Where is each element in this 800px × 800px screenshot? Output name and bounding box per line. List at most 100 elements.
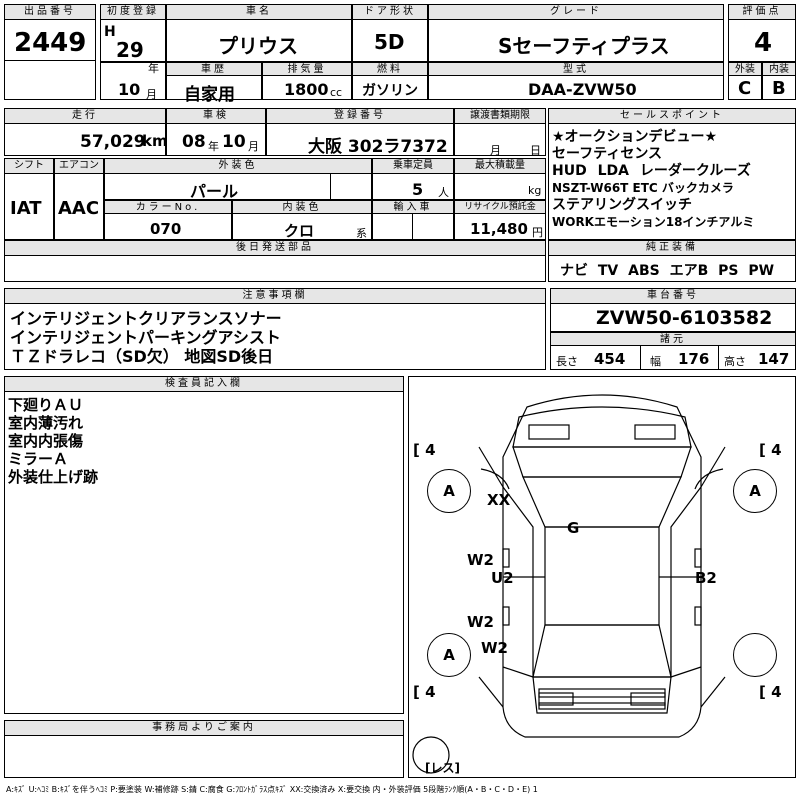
wheel-front-left-mark: A [443, 482, 455, 500]
interior-grade-value: B [772, 78, 786, 99]
notes-label: 注意事項欄 [4, 288, 546, 304]
interior-color-unit: 系 [356, 227, 367, 240]
first-reg-month-unit: 月 [146, 88, 157, 101]
sales-point-line: HUD LDA レーダークルーズ [552, 163, 751, 179]
model-label: 型式 [428, 62, 724, 76]
color-no-label: カラーNo. [104, 200, 232, 214]
first-reg-month: 10 [118, 80, 141, 99]
interior-color-label: 内装色 [232, 200, 372, 214]
inspector-list: 下廻りＡＵ 室内薄汚れ 室内内張傷 ミラーＡ 外装仕上げ跡 [8, 396, 98, 486]
displacement-value: 1800 [284, 80, 329, 99]
inspector-label: 検査員記入欄 [4, 376, 404, 392]
grade-value: Sセーフティプラス [498, 34, 670, 58]
wheel-front-left: A [427, 469, 471, 513]
color-no-value: 070 [150, 220, 182, 238]
exterior-grade-value: C [738, 78, 752, 99]
car-diagram: A A A [ 4 [ 4 [ 4 [ 4 XX G W2 U2 B2 W2 W… [408, 376, 796, 778]
sales-point-line: ステアリングスイッチ [552, 197, 692, 213]
transfer-month-unit: 月 [490, 144, 501, 157]
wheel-rear-left: A [427, 633, 471, 677]
note-line: インテリジェントパーキングアシスト [10, 328, 281, 347]
capacity-value: 5 [412, 180, 424, 199]
fuel-value: ガソリン [362, 83, 418, 99]
registration-value: 大阪 302ラ7372 [308, 137, 448, 157]
registration-label: 登録番号 [266, 108, 454, 124]
damage-mark-w2-rear: W2 [467, 613, 494, 631]
interior-color-value: クロ [284, 222, 315, 240]
wheel-front-right-mark: A [749, 482, 761, 500]
recycle-label: リサイクル預託金 [454, 200, 546, 214]
specs-width-label: 幅 [650, 355, 661, 368]
note-line: ＴＺドラレコ（SD欠） 地図SD後日 [10, 347, 274, 366]
inspection-year: 08 [182, 132, 206, 152]
first-reg-era: H [104, 24, 116, 40]
sales-points-label: セールスポイント [548, 108, 796, 124]
legend-footer: A:ｷｽﾞ U:ﾍｺﾐ B:ｷｽﾞを伴うﾍｺﾐ P:要塗装 W:補修跡 S:錆 … [6, 785, 538, 794]
inspection-year-unit: 年 [208, 140, 219, 153]
damage-mark-u2: U2 [491, 569, 514, 587]
exterior-color-value: パール [190, 182, 239, 201]
max-load-label: 最大積載量 [454, 158, 546, 174]
specs-height: 147 [758, 350, 790, 368]
tread-rear-left: [ 4 [413, 683, 436, 701]
note-line: インテリジェントクリアランスソナー [10, 309, 282, 328]
notes-list: インテリジェントクリアランスソナー インテリジェントパーキングアシスト ＴＺドラ… [10, 309, 540, 366]
transfer-label: 譲渡書類期限 [454, 108, 546, 124]
specs-width: 176 [678, 350, 710, 368]
inspection-month: 10 [222, 132, 246, 152]
exterior-color-label: 外装色 [104, 158, 372, 174]
import-label: 輸入車 [372, 200, 454, 214]
recycle-unit: 円 [532, 226, 543, 239]
tread-front-right: [ 4 [759, 441, 782, 459]
first-reg-year-unit: 年 [148, 62, 159, 75]
chassis-label: 車台番号 [550, 288, 796, 304]
inspector-line: 外装仕上げ跡 [8, 468, 99, 486]
damage-mark-w2-wheel: W2 [481, 639, 508, 657]
sales-point-line: WORKエモーション18インチアルミ [552, 215, 755, 229]
mileage-label: 走行 [4, 108, 166, 124]
transfer-day-unit: 日 [530, 144, 541, 157]
history-label: 車歴 [166, 62, 262, 76]
sales-point-line: ★オークションデビュー★ [552, 129, 718, 145]
specs-height-label: 高さ [724, 355, 746, 368]
inspector-line: 下廻りＡＵ [8, 396, 84, 414]
inspection-label: 車検 [166, 108, 266, 124]
first-reg-label: 初度登録 [100, 4, 166, 20]
sales-points-list: ★オークションデビュー★ セーフティセンス HUD LDA レーダークルーズ N… [552, 129, 796, 231]
score-value: 4 [754, 28, 773, 58]
office-label: 事務局よりご案内 [4, 720, 404, 736]
sales-point-line: セーフティセンス [552, 146, 663, 162]
capacity-label: 乗車定員 [372, 158, 454, 174]
mileage-unit: km [142, 132, 168, 150]
lot-number: 2449 [14, 28, 87, 58]
wheel-front-right: A [733, 469, 777, 513]
first-reg-year: 29 [116, 38, 144, 62]
equipment-label: 純正装備 [548, 240, 796, 256]
displacement-label: 排気量 [262, 62, 352, 76]
tread-front-left: [ 4 [413, 441, 436, 459]
wheel-rear-left-mark: A [443, 646, 455, 664]
displacement-unit: cc [330, 86, 343, 99]
aircon-value: AAC [58, 198, 100, 219]
door-label: ドア形状 [352, 4, 428, 20]
damage-mark-g: G [567, 519, 580, 537]
history-value: 自家用 [184, 85, 235, 105]
sales-point-line: NSZT-W66T ETC バックカメラ [552, 181, 734, 195]
tread-rear-right: [ 4 [759, 683, 782, 701]
shift-label: シフト [4, 158, 54, 174]
specs-length: 454 [594, 350, 626, 368]
aircon-label: エアコン [54, 158, 104, 174]
lot-label: 出品番号 [4, 4, 96, 20]
car-outline [412, 394, 726, 774]
inspection-month-unit: 月 [248, 140, 259, 153]
car-name-value: プリウス [218, 34, 298, 58]
equipment-value: ナビ TV ABS エアB PS PW [560, 263, 775, 279]
fuel-label: 燃料 [352, 62, 428, 76]
first-reg-month-cell [100, 62, 166, 100]
score-label: 評価点 [728, 4, 796, 20]
model-value: DAA-ZVW50 [528, 80, 637, 99]
wheel-rear-right [733, 633, 777, 677]
specs-label: 諸元 [550, 332, 796, 346]
spare-tire-label: [レス] [425, 761, 460, 775]
inspector-line: ミラーＡ [8, 450, 69, 468]
